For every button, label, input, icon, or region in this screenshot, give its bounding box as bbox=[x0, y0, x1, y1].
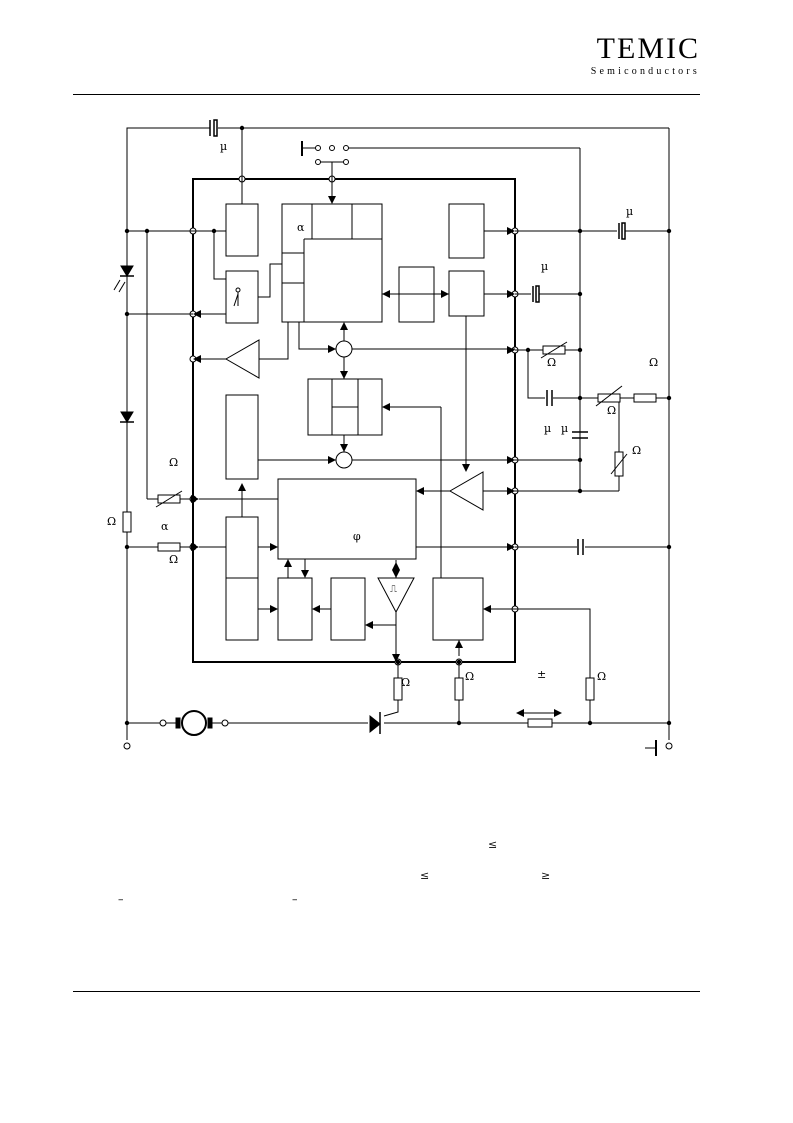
amplifier-left bbox=[224, 339, 260, 379]
text-leq-1: ≤ bbox=[488, 838, 498, 851]
ic-pins bbox=[189, 175, 519, 666]
block-monitor bbox=[432, 577, 484, 641]
label-ohm-r6: Ω bbox=[107, 515, 117, 528]
capacitors bbox=[209, 119, 626, 555]
block-reference bbox=[225, 394, 259, 480]
label-ohm-r2: Ω bbox=[649, 356, 659, 369]
block-phase-control bbox=[277, 478, 417, 560]
label-ohm-r4: Ω bbox=[632, 444, 642, 457]
text-geq: ≥ bbox=[541, 869, 551, 882]
amplifier-right bbox=[448, 471, 484, 511]
block-pulse bbox=[277, 577, 313, 641]
brand-subtitle: Semiconductors bbox=[590, 66, 700, 77]
block-switch bbox=[225, 270, 259, 324]
internal-blocks bbox=[225, 203, 485, 641]
label-mu-c4: µ bbox=[544, 422, 552, 435]
selector-switch bbox=[301, 141, 349, 165]
block-output bbox=[448, 203, 485, 259]
label-ohm-r5: Ω bbox=[169, 456, 179, 469]
label-ohm-r8: Ω bbox=[401, 676, 411, 689]
label-phi: φ bbox=[353, 530, 361, 543]
label-ohm-r3: Ω bbox=[607, 404, 617, 417]
label-ohm-r1: Ω bbox=[547, 356, 557, 369]
footer-rule bbox=[73, 991, 700, 992]
internal-switch bbox=[233, 287, 241, 307]
label-mu-c5: µ bbox=[561, 422, 569, 435]
summing-node-1 bbox=[335, 340, 353, 358]
label-mu-c1: µ bbox=[220, 140, 228, 153]
label-ohm-r9: Ω bbox=[465, 670, 475, 683]
block-timer bbox=[330, 577, 366, 641]
block-sense bbox=[448, 270, 485, 317]
block-supply bbox=[225, 203, 259, 257]
label-alpha-2: α bbox=[161, 520, 169, 533]
text-dash-2: – bbox=[292, 893, 298, 906]
brand-name: TEMIC bbox=[596, 32, 700, 65]
resistors bbox=[122, 341, 657, 728]
label-schmitt: ⎍ bbox=[390, 584, 397, 595]
terminals bbox=[123, 740, 673, 756]
label-ohm-r10: Ω bbox=[597, 670, 607, 683]
ic-outline bbox=[192, 178, 516, 663]
header-rule bbox=[73, 94, 700, 95]
junctions bbox=[124, 125, 672, 726]
arrowheads bbox=[191, 196, 562, 717]
label-mu-c3: µ bbox=[541, 260, 549, 273]
temic-logo: TEMIC Semiconductors bbox=[580, 32, 700, 78]
label-mu-c2: µ bbox=[626, 205, 634, 218]
motor bbox=[159, 710, 229, 736]
external-wiring bbox=[126, 127, 670, 740]
label-alpha-1: α bbox=[297, 221, 305, 234]
label-ohm-r7: Ω bbox=[169, 553, 179, 566]
text-leq-2: ≤ bbox=[420, 869, 430, 882]
text-dash-1: – bbox=[118, 893, 124, 906]
internal-wiring bbox=[193, 179, 515, 656]
summing-node-2 bbox=[335, 451, 353, 469]
led-rays bbox=[113, 279, 126, 293]
diodes bbox=[120, 265, 381, 734]
label-pm: ± bbox=[537, 668, 547, 681]
